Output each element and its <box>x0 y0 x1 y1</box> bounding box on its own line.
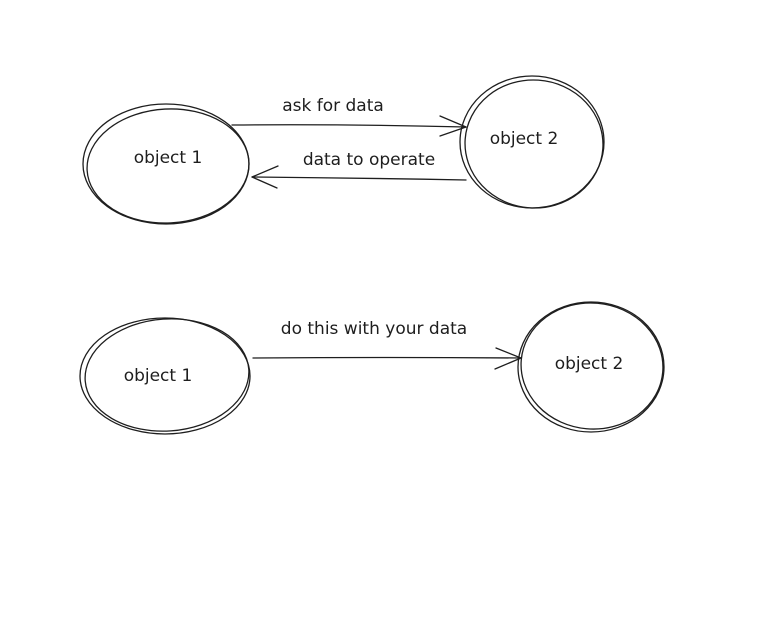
node-object-2-bottom[interactable]: object 2 <box>516 297 668 435</box>
node-object-2-bottom-label: object 2 <box>555 354 624 374</box>
arrow-ask-for-data[interactable]: ask for data <box>231 96 467 137</box>
node-object-1-top-label: object 1 <box>134 148 203 168</box>
node-object-2-top[interactable]: object 2 <box>459 75 607 212</box>
node-object-1-bottom-label: object 1 <box>124 366 193 386</box>
diagram-ask-for-data: object 1 object 2 ask for data data to o… <box>82 75 607 227</box>
arrow-data-to-operate[interactable]: data to operate <box>251 150 467 189</box>
arrow-do-this-with-your-data-label: do this with your data <box>281 319 467 339</box>
arrow-data-to-operate-label: data to operate <box>303 150 435 170</box>
node-object-1-top[interactable]: object 1 <box>82 103 252 227</box>
node-object-1-bottom[interactable]: object 1 <box>79 313 253 436</box>
arrow-do-this-with-your-data[interactable]: do this with your data <box>252 319 522 370</box>
diagram-do-this-with-your-data: object 1 object 2 do this with your data <box>79 297 668 436</box>
node-object-2-top-label: object 2 <box>490 129 559 149</box>
arrow-ask-for-data-label: ask for data <box>282 96 384 116</box>
